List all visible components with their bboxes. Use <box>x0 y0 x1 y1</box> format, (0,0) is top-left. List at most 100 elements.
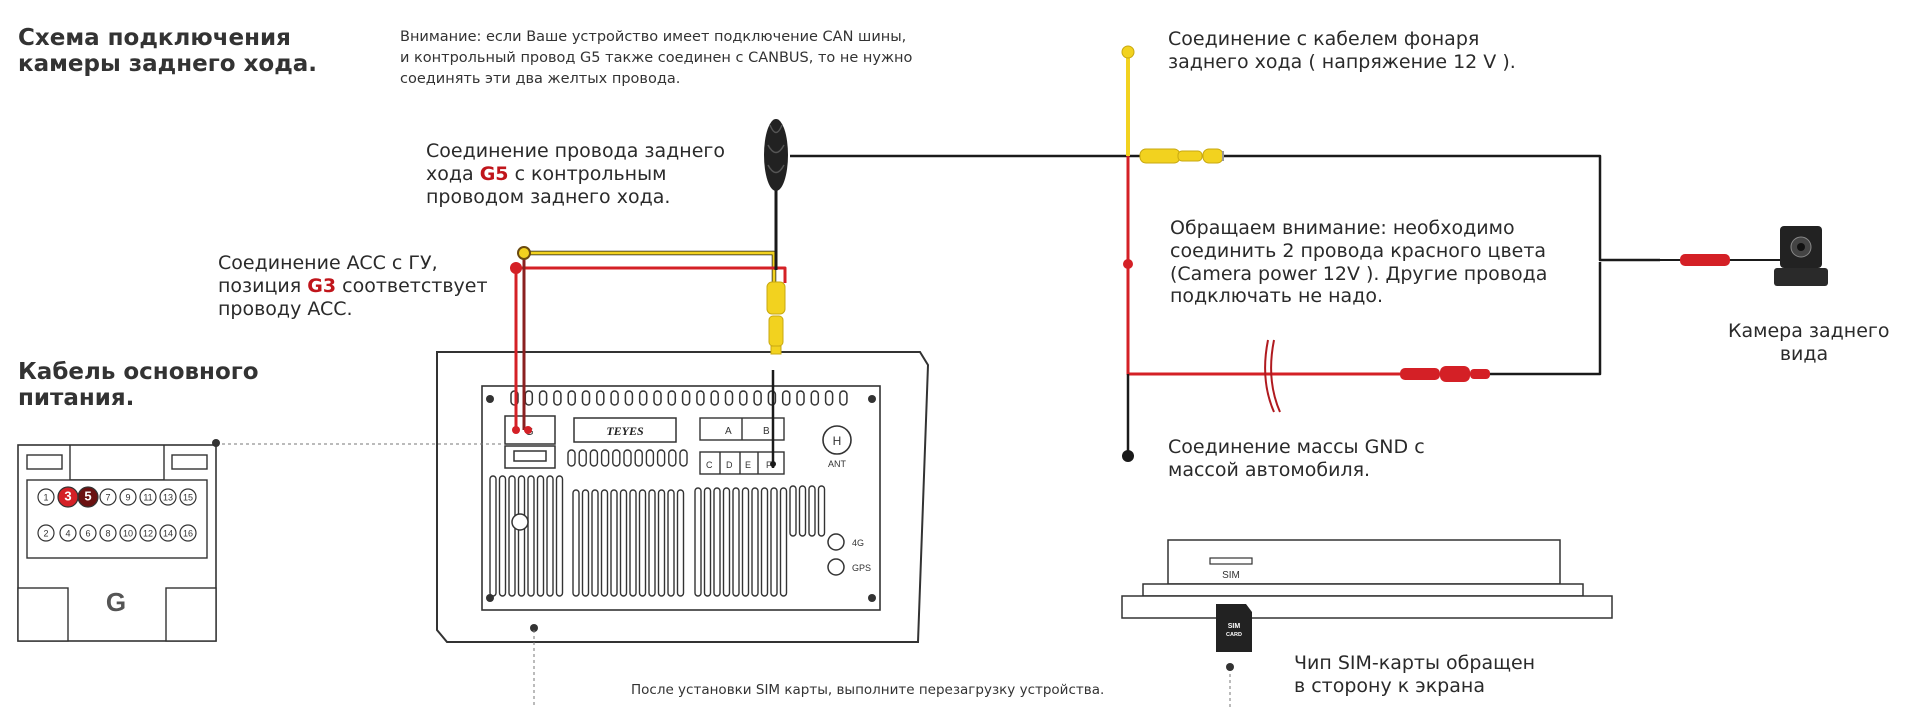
vent-slot <box>796 390 805 406</box>
pin-2: 2 <box>37 524 55 542</box>
reverse-wire-note: Соединение провода заднего хода G5 с кон… <box>426 140 725 208</box>
pin-label: 14 <box>163 529 173 539</box>
vent-slot <box>489 475 497 597</box>
vent-slot <box>508 475 516 597</box>
main-title-line1: Схема подключения <box>18 25 291 51</box>
sim-card-icon: SIM CARD <box>1216 604 1252 652</box>
vent-slot <box>703 487 712 597</box>
vent-slot <box>653 390 662 406</box>
vent-slot <box>498 475 507 597</box>
vent-slot <box>696 390 705 406</box>
pin-10: 10 <box>119 524 137 542</box>
vent-slot <box>567 390 576 406</box>
acc-line3: проводу ACC. <box>218 297 353 320</box>
ports-ab: A B <box>699 417 785 441</box>
vent-slot <box>667 390 677 406</box>
pin-12: 12 <box>139 524 157 542</box>
pin-label: 7 <box>105 493 110 503</box>
vent-slot <box>798 485 807 537</box>
power-title-line2: питания. <box>18 384 135 411</box>
vent-slot <box>638 489 647 597</box>
vent-slot <box>681 390 691 406</box>
port-d-label: D <box>726 460 733 470</box>
red-power-plug <box>1400 366 1490 382</box>
pin-7: 7 <box>99 488 117 506</box>
camera-line1: Камера заднего <box>1728 320 1890 342</box>
slot <box>612 449 621 467</box>
pin-3: 3 <box>57 486 79 508</box>
head-unit: G TEYES A B C D E F H <box>436 351 930 643</box>
lamp-line2: заднего хода ( напряжение 12 V ). <box>1168 50 1516 73</box>
sim-chip-line2: в сторону к экрана <box>1294 674 1485 697</box>
slot <box>600 449 610 467</box>
vent-slot <box>536 475 545 597</box>
pin-5: 5 <box>77 486 99 508</box>
slot <box>578 449 587 467</box>
can-warning: Внимание: если Ваше устройство имеет под… <box>400 27 912 90</box>
attention-note: Обращаем внимание: необходимо соединить … <box>1170 217 1547 308</box>
yellow-rca <box>766 281 786 355</box>
vent-slot <box>751 487 759 597</box>
slot <box>679 449 688 467</box>
attention-line4: подключать не надо. <box>1170 285 1383 308</box>
vent-slot <box>517 475 526 597</box>
vent-slot <box>824 390 834 406</box>
vent-slot <box>555 475 564 597</box>
connector-letter: G <box>106 587 126 617</box>
vent-slot <box>638 390 648 406</box>
acc-line2: позиция G3 соответствует <box>218 275 488 298</box>
reverse-wire-line3: проводом заднего хода. <box>426 185 671 208</box>
vent-slot <box>600 489 609 597</box>
vent-slot <box>732 487 740 597</box>
vent-slot <box>619 489 628 597</box>
vent-slot <box>760 487 769 597</box>
main-title: Схема подключения камеры заднего хода. <box>18 25 318 78</box>
vent-slot <box>624 390 634 406</box>
pin-label: 8 <box>105 529 110 539</box>
vent-slot <box>572 489 580 597</box>
can-warning-line1: Внимание: если Ваше устройство имеет под… <box>400 29 907 45</box>
pin-1: 1 <box>37 488 55 506</box>
attention-line2: соединить 2 провода красного цвета <box>1170 239 1547 262</box>
main-title-line2: камеры заднего хода. <box>18 50 318 77</box>
vent-slot <box>710 390 719 406</box>
vent-slot <box>610 489 618 597</box>
vent-slot <box>741 487 750 597</box>
reverse-wire-line2: хода G5 с контрольным <box>426 163 725 186</box>
sim-tray: SIM <box>1121 539 1613 619</box>
camera-label: Камера заднего вида <box>1728 320 1890 366</box>
sim-chip-note: Чип SIM-карты обращен в сторону к экрана <box>1294 652 1535 698</box>
pin-label: 4 <box>65 529 70 539</box>
ant-port: H ANT <box>822 425 852 469</box>
pin-label: 16 <box>183 529 193 539</box>
vent-slot <box>722 487 731 597</box>
vent-slot <box>546 475 554 597</box>
pin-label: 15 <box>183 493 193 503</box>
acc-line1: Соединение ACC с ГУ, <box>218 252 438 274</box>
pin-label: 5 <box>84 489 91 504</box>
camera-line2: вида <box>1779 342 1829 365</box>
vent-slot <box>839 390 848 406</box>
brand-label: TEYES <box>606 424 644 438</box>
vent-slot <box>694 487 702 597</box>
reverse-wire-line2-post: с контрольным <box>508 162 667 185</box>
pin-16: 16 <box>179 524 197 542</box>
port-e-label: E <box>745 460 751 470</box>
slot <box>623 449 632 467</box>
attention-line3: (Camera power 12V ). Другие провода <box>1170 262 1548 285</box>
power-title-line1: Кабель основного <box>18 359 259 385</box>
cable-coil <box>764 119 788 191</box>
acc-line2-post: соответствует <box>336 274 488 297</box>
acc-line2-pre: позиция <box>218 274 308 297</box>
vent-slot <box>817 485 826 537</box>
vent-slot <box>581 390 591 406</box>
pin-label: 13 <box>163 493 173 503</box>
vent-slot <box>527 475 535 597</box>
vent-slot <box>591 489 599 597</box>
vent-slot <box>724 390 734 406</box>
ant-label: ANT <box>828 459 847 469</box>
vent-slot <box>808 485 816 537</box>
vent-slots-vertical <box>489 475 826 597</box>
pin-13: 13 <box>159 488 177 506</box>
